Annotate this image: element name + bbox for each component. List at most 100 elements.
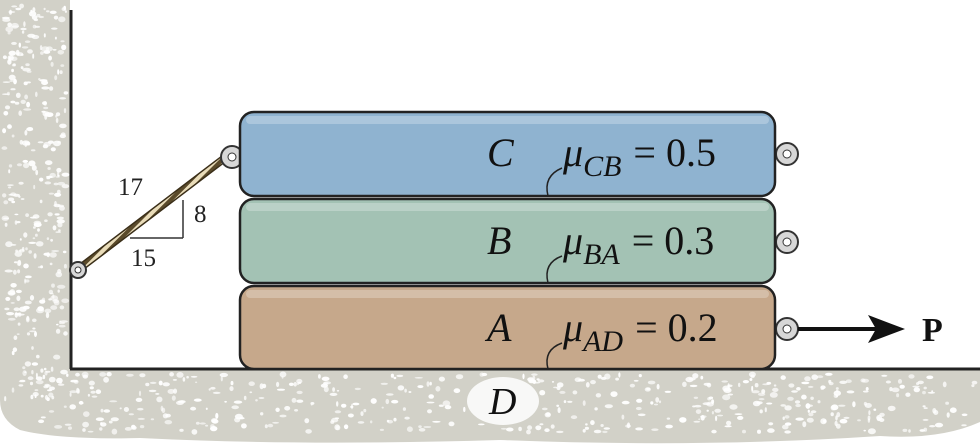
stone	[541, 407, 548, 411]
stone	[833, 390, 841, 396]
stone	[11, 41, 17, 45]
stone	[15, 92, 21, 99]
stone	[726, 420, 732, 426]
stone	[54, 425, 63, 429]
stone	[352, 402, 360, 406]
stone	[32, 327, 36, 330]
stone	[727, 384, 733, 388]
stone	[742, 380, 750, 384]
stone	[656, 383, 660, 390]
stone	[21, 46, 29, 49]
stone	[742, 429, 746, 434]
stone	[810, 396, 814, 400]
stone	[700, 415, 705, 421]
block-a-right-eyelet-icon	[775, 317, 799, 341]
stone	[597, 374, 602, 379]
stone	[4, 396, 7, 402]
stone	[688, 377, 696, 381]
stone	[179, 400, 186, 403]
stone	[48, 298, 52, 301]
stone	[49, 262, 53, 266]
stone	[784, 422, 792, 426]
block-c-contact-arrow	[546, 167, 563, 197]
stone	[923, 407, 928, 409]
stone	[19, 238, 22, 241]
stone	[195, 381, 198, 384]
stone	[453, 388, 461, 394]
stone	[722, 385, 730, 392]
stone	[18, 380, 26, 383]
stone	[807, 385, 814, 388]
stone	[805, 404, 813, 408]
run-label: 15	[131, 245, 156, 272]
stone	[578, 378, 585, 382]
stone	[334, 417, 340, 420]
force-label: P	[922, 312, 943, 349]
stone	[757, 392, 766, 396]
stone	[762, 383, 770, 386]
stone	[90, 390, 96, 394]
block-b-body	[238, 197, 777, 285]
stone	[13, 335, 18, 341]
stone	[57, 383, 65, 386]
stone	[336, 389, 340, 392]
stone	[633, 379, 639, 382]
stone	[49, 10, 57, 14]
stone	[61, 172, 70, 177]
stone	[380, 382, 388, 385]
stone	[390, 373, 394, 378]
stone	[354, 387, 361, 391]
stone	[946, 412, 950, 418]
stone	[772, 387, 779, 392]
stone	[95, 417, 104, 422]
stone	[212, 391, 221, 394]
stone	[43, 385, 49, 389]
stone	[787, 396, 794, 401]
stone	[56, 219, 65, 224]
stone	[318, 374, 321, 379]
stone	[18, 181, 24, 185]
stone	[807, 409, 810, 413]
stone	[857, 419, 861, 422]
stone	[35, 241, 44, 247]
stone	[13, 269, 17, 275]
stone	[293, 382, 297, 387]
stone	[418, 425, 422, 428]
stone	[404, 388, 407, 393]
stone	[945, 401, 949, 405]
stone	[655, 397, 660, 403]
stone	[722, 394, 731, 401]
stone	[40, 265, 43, 269]
stone	[63, 263, 67, 269]
stone	[58, 324, 66, 328]
stone	[145, 382, 150, 387]
stone	[11, 63, 16, 67]
stone	[59, 70, 63, 75]
stone	[58, 16, 66, 23]
stone	[463, 406, 466, 413]
stone	[50, 305, 58, 310]
stone	[81, 371, 89, 378]
stone	[39, 177, 44, 182]
stone	[23, 108, 32, 111]
stone	[393, 417, 397, 422]
stone	[51, 250, 60, 252]
stone	[26, 101, 31, 108]
stone	[210, 424, 215, 429]
stone	[417, 385, 424, 389]
stone	[836, 412, 841, 418]
stone	[864, 403, 872, 408]
stone	[43, 252, 50, 256]
stone	[867, 428, 876, 435]
stone	[729, 404, 738, 410]
stone	[666, 417, 671, 420]
stone	[35, 233, 38, 237]
stone	[780, 404, 786, 407]
stone	[50, 238, 53, 242]
stone	[220, 376, 223, 382]
stone	[479, 372, 485, 377]
stone	[891, 387, 900, 393]
stone	[46, 10, 50, 13]
stone	[139, 425, 145, 429]
